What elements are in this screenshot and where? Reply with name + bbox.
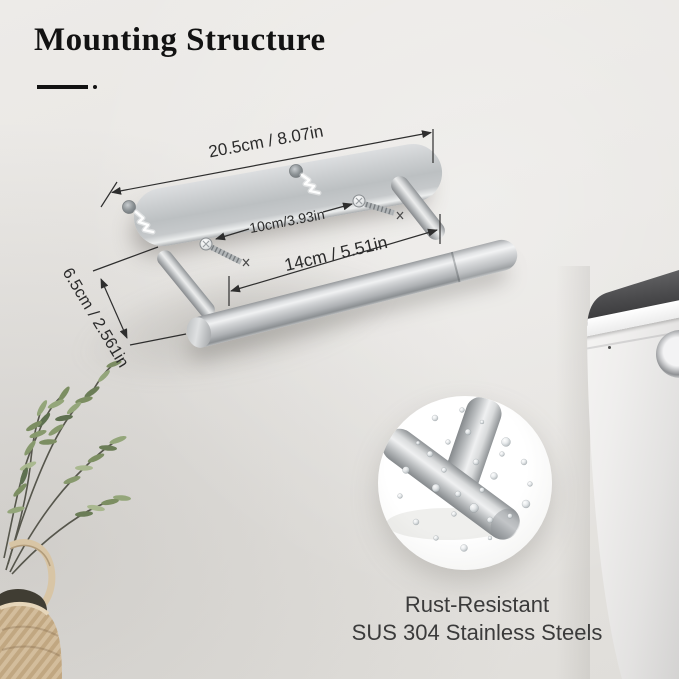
trash-can-wall-shadow bbox=[556, 266, 590, 679]
caption-line-2: SUS 304 Stainless Steels bbox=[351, 620, 603, 645]
material-detail-inset bbox=[378, 396, 552, 570]
material-caption: Rust-Resistant SUS 304 Stainless Steels bbox=[322, 591, 632, 647]
water-droplets bbox=[397, 407, 533, 552]
title-underline-dot bbox=[93, 85, 97, 89]
inset-graphic bbox=[382, 397, 533, 552]
basket-body bbox=[0, 603, 62, 679]
trash-can-button-ring bbox=[656, 330, 679, 378]
page-title: Mounting Structure bbox=[34, 22, 326, 58]
olive-leaves bbox=[7, 360, 131, 517]
dimension-label-plate-width: 20.5cm / 8.07in bbox=[207, 121, 325, 162]
screw-a-icon bbox=[199, 237, 250, 267]
olive-branch bbox=[3, 360, 131, 575]
trash-can-sensor-dot bbox=[608, 346, 611, 349]
title-underline bbox=[37, 85, 88, 89]
caption-line-1: Rust-Resistant bbox=[404, 592, 550, 617]
woven-basket bbox=[0, 539, 62, 679]
bar-tip-section bbox=[452, 236, 521, 282]
